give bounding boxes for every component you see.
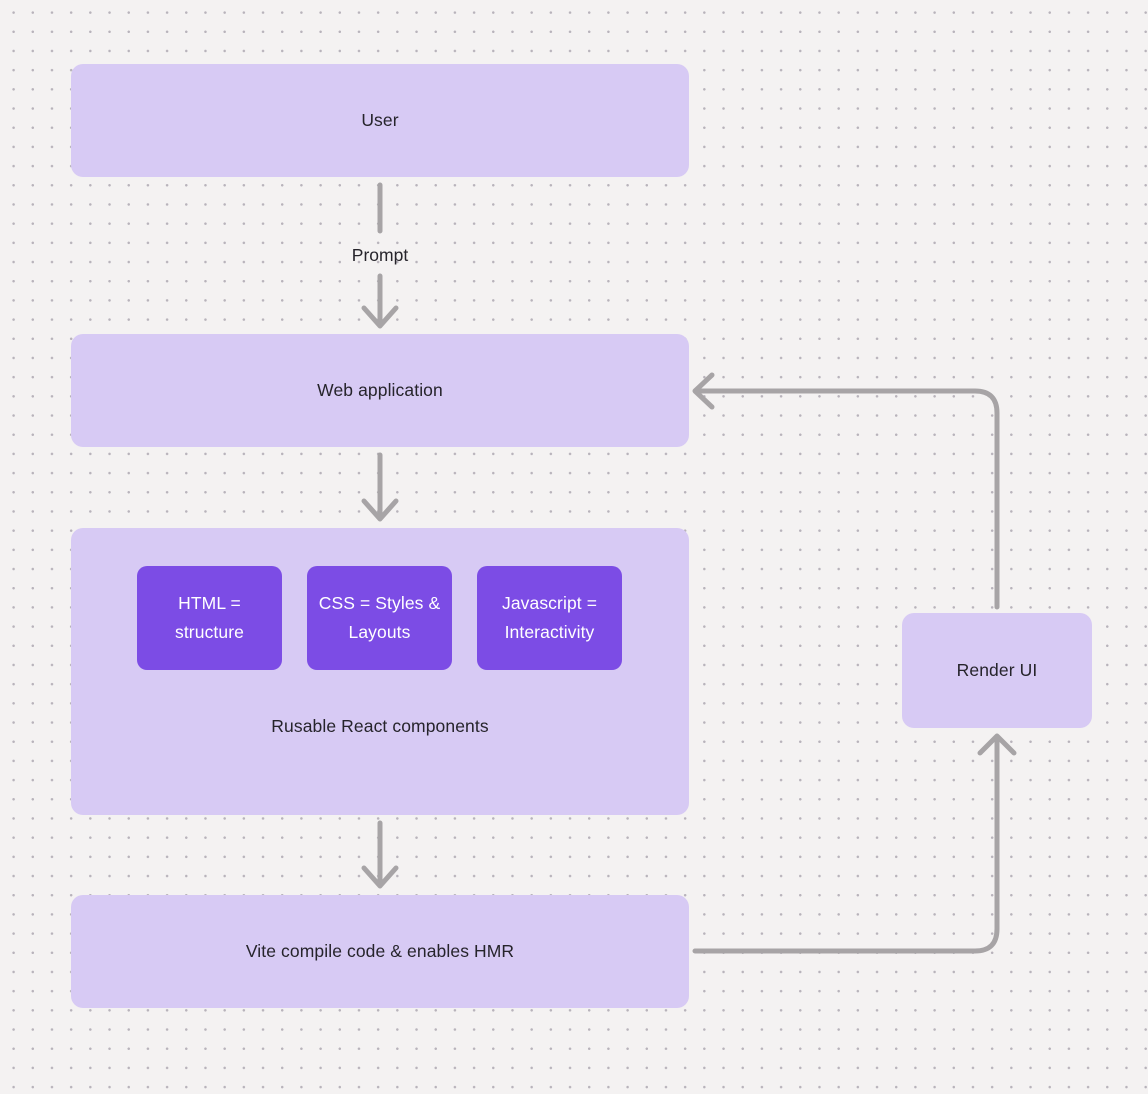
node-vite[interactable]: Vite compile code & enables HMR — [71, 895, 689, 1008]
node-render-ui-label: Render UI — [956, 660, 1038, 680]
chip-html[interactable]: HTML = structure — [137, 566, 282, 670]
arrowhead-left-webapp — [692, 372, 715, 410]
node-user-label: User — [361, 110, 399, 130]
chip-css[interactable]: CSS = Styles & Layouts — [307, 566, 452, 670]
arrowhead-down-vite — [361, 865, 399, 889]
node-user[interactable]: User — [71, 64, 689, 177]
chip-javascript-label: Javascript = Interactivity — [501, 593, 598, 642]
node-vite-label: Vite compile code & enables HMR — [245, 941, 515, 961]
edge-label-prompt: Prompt — [351, 245, 409, 265]
arrowhead-down-webapp — [361, 305, 399, 329]
components-caption: Rusable React components — [271, 716, 489, 736]
node-web-application-label: Web application — [317, 380, 443, 400]
node-components-group[interactable]: HTML = structure CSS = Styles & Layouts … — [71, 528, 689, 815]
connector-renderui-to-webapp — [695, 388, 1000, 610]
node-render-ui[interactable]: Render UI — [902, 613, 1092, 728]
chip-css-label: CSS = Styles & Layouts — [318, 593, 441, 642]
chip-html-label: HTML = structure — [175, 593, 244, 642]
arrowhead-down-components — [361, 498, 399, 522]
components-chip-row: HTML = structure CSS = Styles & Layouts … — [137, 566, 623, 670]
chip-javascript[interactable]: Javascript = Interactivity — [477, 566, 622, 670]
arrowhead-up-renderui — [977, 733, 1017, 756]
connector-vite-to-renderui — [692, 735, 1000, 954]
node-web-application[interactable]: Web application — [71, 334, 689, 447]
